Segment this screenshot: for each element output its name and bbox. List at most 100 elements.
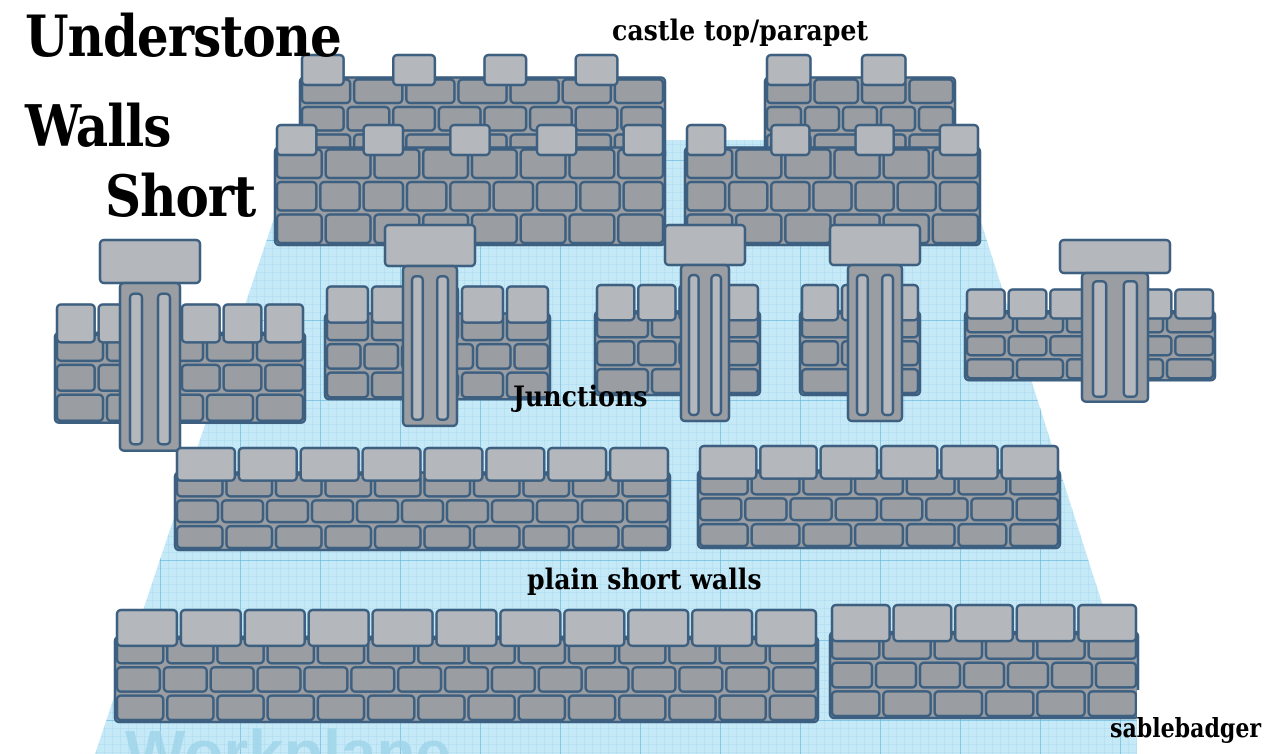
brick xyxy=(1050,661,1094,689)
brick xyxy=(621,524,670,550)
brick xyxy=(957,522,1008,548)
brick xyxy=(744,497,788,522)
brick xyxy=(802,522,853,548)
brick xyxy=(445,499,490,524)
junction-pillar-top xyxy=(663,223,747,267)
wall-cap xyxy=(243,608,306,648)
wall-cap xyxy=(325,285,370,324)
wall-cap xyxy=(275,123,318,157)
wall-cap xyxy=(300,53,345,87)
brick xyxy=(1087,690,1138,718)
title-line-3: Short xyxy=(105,162,256,230)
brick xyxy=(535,499,580,524)
brick xyxy=(350,666,396,693)
junction-pillar-top xyxy=(98,238,202,285)
wall-cap xyxy=(685,123,727,157)
label-parapet: castle top/parapet xyxy=(612,14,869,47)
brick xyxy=(882,690,932,718)
brick xyxy=(1015,497,1060,522)
wall-cap xyxy=(179,608,243,648)
wall-cap xyxy=(830,603,891,643)
brick xyxy=(853,522,905,548)
brick xyxy=(812,180,853,212)
signature-box xyxy=(1137,690,1288,754)
brick xyxy=(115,666,162,693)
brick xyxy=(324,524,373,550)
brick xyxy=(617,213,665,245)
wall-cap xyxy=(563,608,626,648)
pillar-strip xyxy=(1091,280,1108,398)
brick xyxy=(303,666,349,693)
brick xyxy=(584,666,630,693)
brick xyxy=(571,524,620,550)
pillar-strip xyxy=(1122,280,1139,398)
brick xyxy=(373,524,422,550)
brick xyxy=(363,342,400,370)
brick xyxy=(417,694,466,722)
wall-cap xyxy=(965,288,1006,320)
wall-cap xyxy=(595,283,636,322)
brick xyxy=(685,180,727,212)
brick xyxy=(803,105,841,132)
pillar-strip xyxy=(410,275,425,421)
brick xyxy=(617,694,667,722)
wall-cap xyxy=(505,285,550,324)
brick xyxy=(319,180,361,212)
brick xyxy=(613,78,665,105)
brick xyxy=(225,524,274,550)
brick xyxy=(622,180,665,212)
wall-cap xyxy=(608,446,670,482)
brick xyxy=(768,694,818,722)
wall-cap xyxy=(892,603,953,643)
wall-cap xyxy=(759,444,818,480)
brick xyxy=(882,148,931,180)
brick xyxy=(522,524,571,550)
pillar-strip xyxy=(435,275,450,421)
brick xyxy=(770,180,811,212)
brick xyxy=(366,694,416,722)
brick xyxy=(854,180,895,212)
brick xyxy=(310,499,355,524)
brick xyxy=(255,393,305,423)
brick xyxy=(830,661,874,689)
brick xyxy=(209,666,255,693)
wall-cap xyxy=(180,303,221,344)
brick xyxy=(266,694,316,722)
brick xyxy=(535,180,578,212)
brick xyxy=(925,497,969,522)
brick xyxy=(637,340,677,367)
brick xyxy=(1007,335,1048,357)
brick xyxy=(492,180,535,212)
wall-cap xyxy=(499,608,562,648)
wall-cap xyxy=(1174,288,1215,320)
brick xyxy=(443,666,490,693)
brick xyxy=(449,180,491,212)
wall-cap xyxy=(1077,603,1138,643)
brick xyxy=(513,342,550,370)
brick xyxy=(316,694,366,722)
brick xyxy=(908,78,955,105)
brick xyxy=(631,666,677,693)
brick xyxy=(400,499,445,524)
junction-pillar-top xyxy=(383,223,477,268)
wall-cap xyxy=(1000,444,1060,480)
brick xyxy=(180,363,221,393)
brick xyxy=(460,371,505,399)
brick xyxy=(537,666,583,693)
brick xyxy=(325,342,362,370)
brick xyxy=(422,148,470,180)
brick xyxy=(325,371,370,399)
wall-cap xyxy=(175,446,237,482)
brick xyxy=(725,666,771,693)
brick xyxy=(800,340,840,367)
brick xyxy=(175,499,220,524)
label-junctions: Junctions xyxy=(513,380,648,413)
brick xyxy=(568,148,616,180)
wall-cap xyxy=(547,446,608,482)
wall-cap xyxy=(392,53,437,87)
brick xyxy=(574,105,619,132)
wall-cap xyxy=(854,123,895,157)
wall-models xyxy=(53,53,1217,724)
brick xyxy=(567,694,617,722)
brick xyxy=(918,661,962,689)
